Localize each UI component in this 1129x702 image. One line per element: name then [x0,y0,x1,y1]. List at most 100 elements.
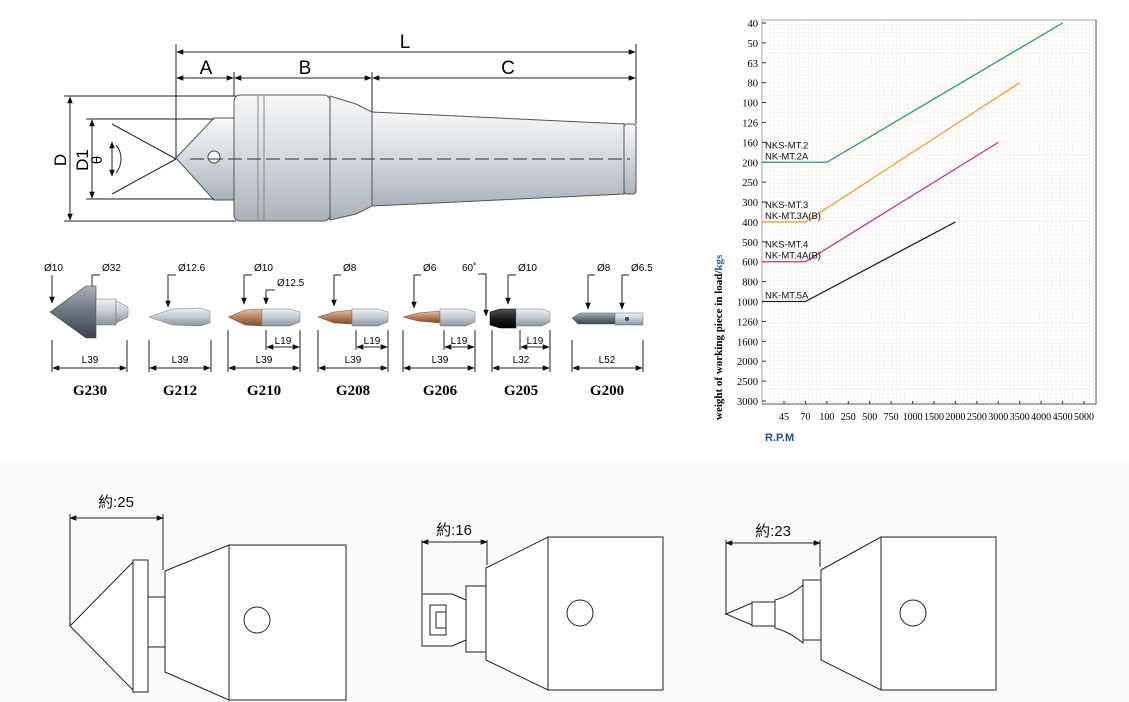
y-tick-label: 1260 [737,317,758,328]
y-tick-label: 250 [742,178,758,189]
drawing-female-tip-label: 約:16 [436,522,472,539]
tip-g212-body [148,307,211,327]
label-B: B [299,58,312,79]
y-tick-label: 126 [742,118,758,129]
series-label-1-1: NK-MT.3A(B) [765,211,821,222]
series-line-1 [762,82,1021,223]
chart-grid [761,19,1096,404]
tip-g210: Ø10 Ø12.5 L19 L39 G210 [227,263,305,399]
tip-g206: Ø6 L19 L39 G206 [402,263,476,399]
y-tick-label: 3000 [737,397,758,408]
tip-g210-body [227,308,263,327]
label-D: D [51,154,70,166]
x-tick-label: 5000 [1074,412,1094,423]
tip-g210-dia-right: Ø12.5 [277,278,305,289]
label-L: L [400,32,411,53]
tip-g210-model: G210 [247,383,281,399]
tip-g205-length: L32 [513,355,530,366]
y-tick-label: 50 [748,39,759,50]
live-center-dimension-drawing: L A B C D D1 θ [51,32,637,222]
series-line-2 [762,141,999,263]
tip-g210-length-sub: L19 [275,336,292,347]
tip-g230-body [49,285,97,339]
tip-cone [175,117,235,201]
load-rpm-chart: 4050638010012616020025030040050060080010… [713,19,1097,444]
tip-g208-model: G208 [336,383,370,399]
y-tick-label: 800 [742,278,758,289]
series-label-3-0: NK-MT.5A [765,291,809,302]
tip-g210-length: L39 [256,355,273,366]
x-tick-label: 750 [884,412,899,423]
y-tick-label: 63 [748,59,759,70]
tip-g206-model: G206 [423,383,458,399]
chart-series [762,22,1063,303]
tip-g205: 60˚ Ø10 L19 L32 G205 [462,262,551,399]
housing-taper [329,95,373,221]
tip-g206-dia-left: Ø6 [423,263,437,274]
tip-g200-body [571,312,616,325]
tip-g208: Ø8 L19 L39 G208 [317,263,389,399]
drawing-small-point-label: 約:23 [755,523,791,540]
x-tick-label: 2500 [967,412,987,423]
tip-g208-length-sub: L19 [364,336,381,347]
x-tick-label: 100 [819,412,834,423]
y-tick-label: 80 [748,79,759,90]
drawing-female-tip: 約:16 [421,522,664,691]
chart-y-axis-label-unit: kgs [713,254,725,271]
tip-g205-body [489,308,517,329]
tip-g206-body [402,310,441,324]
y-tick-label: 160 [742,138,758,149]
tip-g206-length: L39 [432,355,449,366]
tip-g200: Ø8 Ø6.5 L52 G200 [571,263,653,399]
tip-g205-length-sub: L19 [527,336,544,347]
y-tick-label: 500 [742,238,758,249]
chart-plot-area [761,19,1097,405]
chart-series-labels: NKS-MT.2NK-MT.2ANKS-MT.3NK-MT.3A(B)NKS-M… [765,140,821,301]
x-tick-label: 250 [841,412,856,423]
x-tick-label: 1000 [903,412,923,423]
x-tick-label: 4000 [1031,412,1051,423]
tip-g208-body [317,309,353,325]
series-line-3 [762,221,956,303]
tip-g208-dia-left: Ø8 [343,263,357,274]
series-label-0-0: NKS-MT.2 [765,140,808,151]
tip-g200-dia-left: Ø8 [597,263,611,274]
tip-g205-model: G205 [504,383,538,399]
drawing-small-point: 約:23 [724,523,997,691]
tip-g230-length: L39 [82,355,99,366]
tip-g200-length: L52 [599,355,616,366]
x-tick-label: 1500 [924,412,944,423]
tip-g200-model: G200 [590,383,624,399]
label-A: A [200,58,213,79]
tip-series-row: Ø10 Ø32 L39 G230 Ø12.6 L39 G212 Ø10 [44,262,653,399]
chart-x-axis-label: R.P.M [765,432,794,444]
x-tick-label: 3500 [1010,412,1030,423]
series-line-0 [762,22,1063,163]
tip-g212-model: G212 [163,383,197,399]
y-tick-label: 2500 [737,377,758,388]
bottom-drawings: 約:25 約:16 約:23 [0,460,1129,702]
series-label-2-1: NK-MT.4A(B) [765,251,821,262]
tip-g230-dia-left: Ø10 [44,263,63,274]
label-C: C [501,58,515,79]
x-tick-label: 3000 [988,412,1008,423]
y-tick-label: 200 [742,158,758,169]
y-tick-label: 600 [742,258,758,269]
drawing-large-cone-label: 約:25 [98,494,134,511]
tip-g212: Ø12.6 L39 G212 [148,263,212,399]
tip-g208-length: L39 [345,355,362,366]
label-D1: D1 [73,149,92,171]
chart-y-axis-label-main: weight of working piece in load/ [713,270,725,420]
chart-y-ticks: 4050638010012616020025030040050060080010… [737,19,766,408]
y-tick-label: 2000 [737,357,758,368]
x-tick-label: 2000 [945,412,965,423]
tip-g230: Ø10 Ø32 L39 G230 [44,263,129,399]
y-tick-label: 100 [742,99,758,110]
y-tick-label: 40 [748,19,759,30]
x-tick-label: 4500 [1053,412,1073,423]
tip-g230-dia-right: Ø32 [102,263,121,274]
x-tick-label: 45 [779,412,789,423]
tip-g212-length: L39 [172,355,189,366]
